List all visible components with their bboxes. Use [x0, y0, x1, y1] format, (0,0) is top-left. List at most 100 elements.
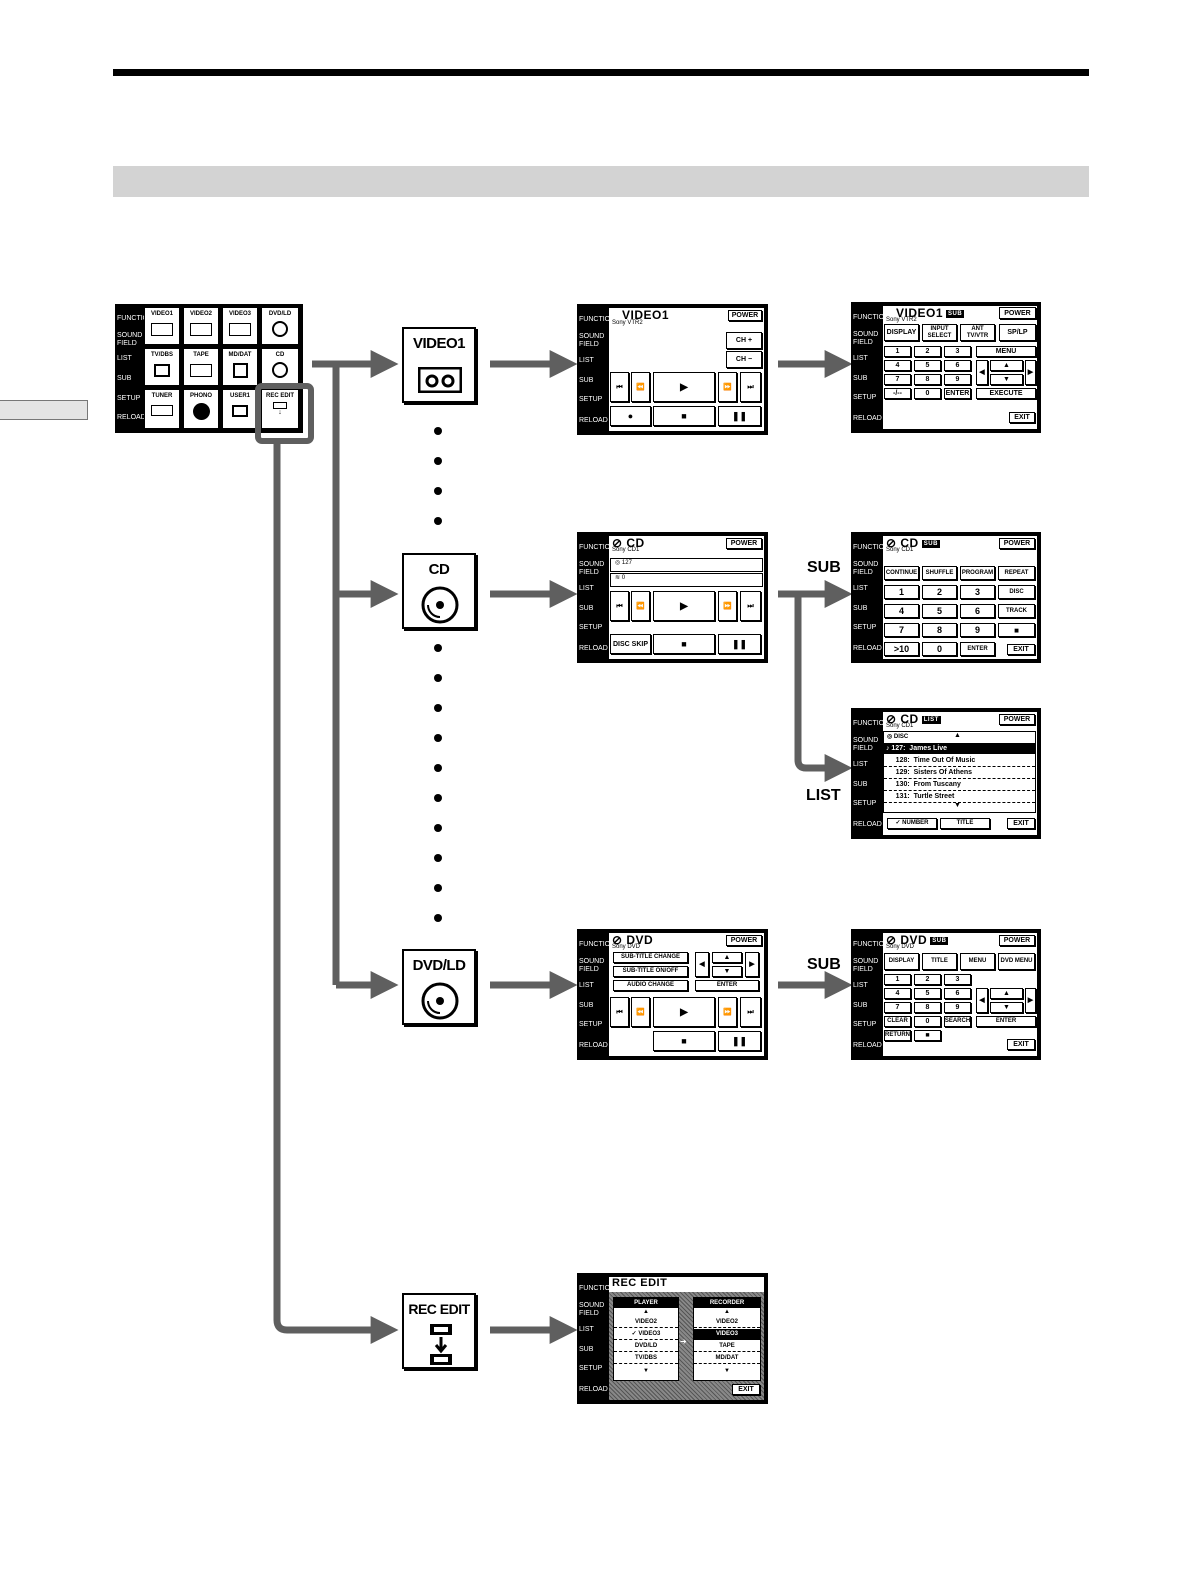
side-sub[interactable]: SUB	[853, 605, 868, 612]
next-button[interactable]: ⏭	[740, 591, 761, 621]
list-item[interactable]: DVD/LD	[614, 1341, 678, 1352]
fn-md-dat[interactable]: MD/DAT	[222, 348, 258, 386]
side-list[interactable]: LIST	[579, 357, 594, 364]
side-reload[interactable]: RELOAD	[853, 645, 882, 652]
play-button[interactable]: ▶	[653, 591, 715, 621]
list-item[interactable]: VIDEO2	[694, 1317, 760, 1328]
side-reload[interactable]: RELOAD	[853, 415, 882, 422]
list-item[interactable]: TAPE	[694, 1341, 760, 1352]
side-sound-field[interactable]: SOUND FIELD	[579, 561, 605, 576]
side-sub[interactable]: SUB	[579, 1002, 594, 1009]
side-list[interactable]: LIST	[579, 1326, 594, 1333]
fn-video3[interactable]: VIDEO3	[222, 307, 258, 345]
fn-video1[interactable]: VIDEO1	[144, 307, 180, 345]
dvd-menu-button[interactable]: DVD MENU	[998, 953, 1035, 970]
key-1[interactable]: 1	[884, 346, 911, 357]
side-sub[interactable]: SUB	[579, 1346, 594, 1353]
side-list[interactable]: LIST	[853, 982, 868, 989]
key-1[interactable]: 1	[884, 974, 911, 985]
side-setup[interactable]: SETUP	[117, 395, 141, 402]
list-item[interactable]: ✓ VIDEO3	[614, 1329, 678, 1340]
side-list[interactable]: LIST	[853, 761, 868, 768]
enter-button[interactable]: ENTER	[944, 388, 971, 399]
key-6[interactable]: 6	[944, 360, 971, 371]
left-arrow-button[interactable]: ◀	[695, 952, 709, 977]
audio-change-button[interactable]: AUDIO CHANGE	[613, 980, 688, 991]
power-button[interactable]: POWER	[999, 307, 1036, 319]
side-sound-field[interactable]: SOUND FIELD	[853, 737, 879, 752]
side-function[interactable]: FUNCTION	[853, 720, 890, 727]
side-function[interactable]: FUNCTION	[117, 315, 154, 322]
side-reload[interactable]: RELOAD	[579, 1042, 608, 1049]
key-9[interactable]: 9	[944, 374, 971, 385]
clear-button[interactable]: CLEAR	[884, 1016, 911, 1027]
scroll-up-icon[interactable]: ▲	[694, 1308, 760, 1316]
side-reload[interactable]: RELOAD	[853, 821, 882, 828]
stop-button[interactable]: ■	[914, 1030, 941, 1041]
side-sound-field[interactable]: SOUND FIELD	[579, 1302, 605, 1317]
side-function[interactable]: FUNCTION	[853, 544, 890, 551]
number-sort-button[interactable]: ✓ NUMBER	[887, 818, 937, 829]
key-5[interactable]: 5	[922, 604, 957, 618]
exit-button[interactable]: EXIT	[1007, 644, 1035, 655]
side-setup[interactable]: SETUP	[579, 1365, 603, 1372]
side-setup[interactable]: SETUP	[853, 800, 877, 807]
down-arrow-button[interactable]: ▼	[712, 966, 742, 977]
side-reload[interactable]: RELOAD	[853, 1042, 882, 1049]
prev-button[interactable]: ⏮	[610, 591, 629, 621]
side-setup[interactable]: SETUP	[579, 624, 603, 631]
display-button[interactable]: DISPLAY	[884, 324, 919, 341]
prev-button[interactable]: ⏮	[610, 997, 629, 1027]
fast-forward-button[interactable]: ⏩	[718, 591, 737, 621]
rewind-button[interactable]: ⏪	[631, 997, 650, 1027]
scroll-down-icon[interactable]: ▼	[954, 802, 961, 809]
prev-button[interactable]: ⏮	[610, 372, 629, 402]
key-0[interactable]: 0	[914, 1016, 941, 1027]
key-1[interactable]: 1	[884, 585, 919, 599]
fn-rec-edit[interactable]: REC EDIT↓	[261, 389, 299, 429]
side-setup[interactable]: SETUP	[579, 396, 603, 403]
key-8[interactable]: 8	[914, 374, 941, 385]
title-sort-button[interactable]: TITLE	[940, 818, 990, 829]
program-button[interactable]: PROGRAM	[960, 566, 995, 580]
search-button[interactable]: SEARCH	[944, 1016, 971, 1027]
down-arrow-button[interactable]: ▼	[990, 1002, 1023, 1013]
list-item[interactable]: VIDEO3	[694, 1329, 760, 1340]
scroll-up-icon[interactable]: ▲	[954, 732, 961, 739]
pause-button[interactable]: ❚❚	[718, 634, 761, 654]
scroll-down-icon[interactable]: ▼	[614, 1367, 678, 1375]
key-4[interactable]: 4	[884, 604, 919, 618]
ch-minus-button[interactable]: CH −	[726, 351, 762, 368]
fn-video2[interactable]: VIDEO2	[183, 307, 219, 345]
left-arrow-button[interactable]: ◀	[976, 360, 988, 385]
list-item[interactable]: TV/DBS	[614, 1353, 678, 1364]
rec-edit-button[interactable]: REC EDIT	[402, 1293, 476, 1369]
key-5[interactable]: 5	[914, 988, 941, 999]
record-button[interactable]: ●	[610, 406, 651, 426]
execute-button[interactable]: EXECUTE	[976, 388, 1036, 399]
list-item[interactable]: VIDEO2	[614, 1317, 678, 1328]
list-item[interactable]: 130: From Tuscany	[884, 779, 1035, 791]
side-sound-field[interactable]: SOUND FIELD	[853, 958, 879, 973]
list-item[interactable]: MD/DAT	[694, 1353, 760, 1364]
fn-user1[interactable]: USER1	[222, 389, 258, 429]
pause-button[interactable]: ❚❚	[718, 406, 761, 426]
list-item[interactable]: 129: Sisters Of Athens	[884, 767, 1035, 779]
side-setup[interactable]: SETUP	[853, 1021, 877, 1028]
menu-button[interactable]: MENU	[976, 346, 1036, 357]
side-setup[interactable]: SETUP	[853, 624, 877, 631]
side-function[interactable]: FUNCTION	[579, 941, 616, 948]
side-sound-field[interactable]: SOUND FIELD	[853, 561, 879, 576]
power-button[interactable]: POWER	[728, 310, 762, 321]
enter-button[interactable]: ENTER	[695, 980, 759, 991]
key-9[interactable]: 9	[960, 623, 995, 637]
side-list[interactable]: LIST	[853, 355, 868, 362]
side-reload[interactable]: RELOAD	[579, 1386, 608, 1393]
next-button[interactable]: ⏭	[740, 997, 761, 1027]
side-reload[interactable]: RELOAD	[117, 414, 146, 421]
left-arrow-button[interactable]: ◀	[976, 988, 988, 1013]
side-setup[interactable]: SETUP	[579, 1021, 603, 1028]
disc-skip-button[interactable]: DISC SKIP	[610, 634, 651, 654]
side-reload[interactable]: RELOAD	[579, 645, 608, 652]
fn-dvd-ld[interactable]: DVD/LD	[261, 307, 299, 345]
